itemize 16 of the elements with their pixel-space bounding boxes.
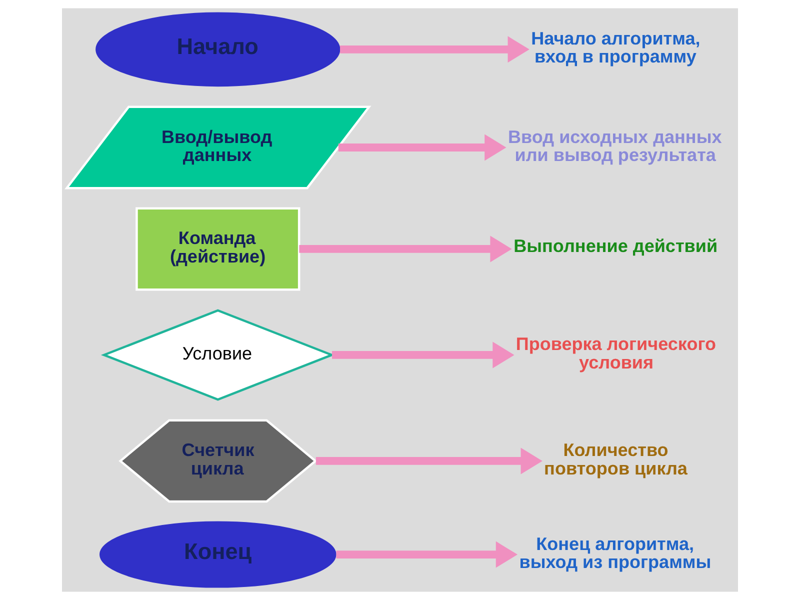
node-ellipse: Начало [96,12,340,87]
node-diamond: Условие [100,309,335,401]
arrow [316,448,542,474]
node-box: Команда (действие) [136,207,300,291]
node-text: Начало алгоритма, вход в программу [531,28,700,67]
node-text: Ввод исходных данных или вывод результата [508,126,722,165]
arrow [340,36,530,63]
node-text: Проверка логического условия [516,334,716,372]
arrow [299,236,512,262]
node-text: Количество повторов цикла [544,440,688,478]
arrow [338,134,506,161]
node-text: Выполнение действий [514,236,718,256]
node-ellipse: Конец [100,521,336,588]
arrow [336,541,518,568]
node-text: Конец алгоритма, выход из программы [519,534,712,572]
arrow [332,342,514,368]
